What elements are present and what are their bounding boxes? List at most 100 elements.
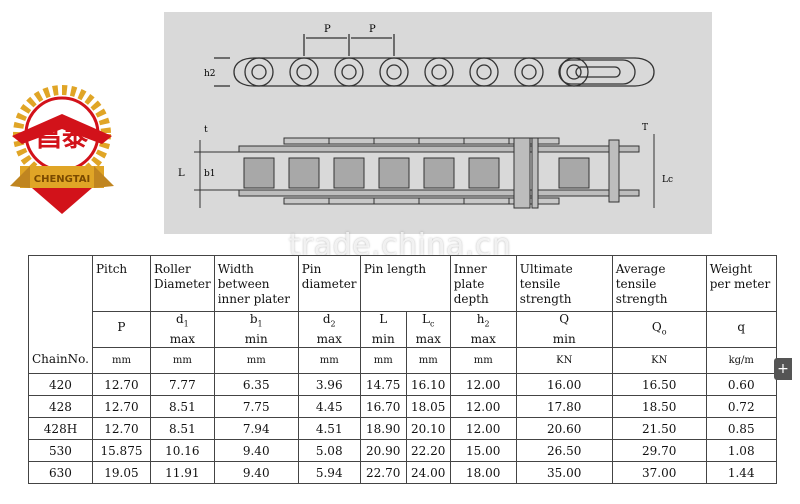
chain-no-header: ChainNo.	[28, 255, 93, 374]
table-row: 428H 12.70 8.51 7.94 4.51 18.90 20.10 12…	[28, 417, 777, 440]
cell-plate-depth: 15.00	[449, 439, 517, 462]
cell-pitch: 15.875	[91, 439, 151, 462]
unit-cell: mm	[405, 347, 451, 374]
cell-pin-length-lc: 22.20	[405, 439, 451, 462]
cell-ultimate-tensile: 17.80	[515, 395, 613, 418]
cell-weight: 0.72	[705, 395, 777, 418]
cell-pin-length-lc: 20.10	[405, 417, 451, 440]
unit-cell: mm	[149, 347, 215, 374]
cell-pitch: 12.70	[91, 373, 151, 396]
cell-ultimate-tensile: 16.00	[515, 373, 613, 396]
cell-inner-width: 6.35	[213, 373, 299, 396]
unit-cell: mm	[213, 347, 299, 374]
cell-average-tensile: 29.70	[611, 439, 707, 462]
cell-pin-diameter: 5.08	[297, 439, 361, 462]
symbol-cell: Qo	[611, 311, 707, 348]
unit-cell: mm	[359, 347, 407, 374]
cell-roller-diameter: 8.51	[149, 417, 215, 440]
cell-average-tensile: 18.50	[611, 395, 707, 418]
header-pitch: Pitch	[91, 255, 151, 312]
cell-pitch: 12.70	[91, 417, 151, 440]
label-Lc: Lc	[662, 175, 673, 185]
expand-button[interactable]: +	[774, 358, 792, 380]
chain-technical-drawing: P P h2 t T L	[164, 12, 712, 234]
header-pin-length: Pin length	[359, 255, 451, 312]
logo-latin-name: CHENGTAI	[34, 174, 90, 185]
header-average-tensile: Average tensile strength	[611, 255, 707, 312]
header-inner-plate-depth: Inner plate depth	[449, 255, 517, 312]
table-row: 530 15.875 10.16 9.40 5.08 20.90 22.20 1…	[28, 439, 777, 462]
header-row: ChainNo. Pitch Roller Diameter Width bet…	[28, 255, 777, 374]
chain-top-view	[194, 134, 655, 209]
symbol-cell: P	[91, 311, 151, 348]
cell-chain-no: 428H	[28, 417, 93, 440]
cell-pin-length-lc: 18.05	[405, 395, 451, 418]
cell-pin-length: 20.90	[359, 439, 407, 462]
cell-roller-diameter: 8.51	[149, 395, 215, 418]
product-image-area: 昌泰 CHENGTAI	[0, 0, 800, 250]
cell-pin-length-lc: 24.00	[405, 461, 451, 484]
cell-plate-depth: 12.00	[449, 395, 517, 418]
cell-ultimate-tensile: 26.50	[515, 439, 613, 462]
chain-side-view	[214, 34, 655, 87]
cell-average-tensile: 21.50	[611, 417, 707, 440]
cell-pin-diameter: 4.51	[297, 417, 361, 440]
gear-icon	[12, 85, 112, 183]
cell-roller-diameter: 11.91	[149, 461, 215, 484]
table-row: 630 19.05 11.91 9.40 5.94 22.70 24.00 18…	[28, 461, 777, 484]
cell-pin-length: 14.75	[359, 373, 407, 396]
header-ultimate-tensile: Ultimate tensile strength	[515, 255, 613, 312]
cell-ultimate-tensile: 35.00	[515, 461, 613, 484]
cell-chain-no: 428	[28, 395, 93, 418]
cell-pitch: 19.05	[91, 461, 151, 484]
header-pin-diameter: Pin diameter	[297, 255, 361, 312]
cell-inner-width: 7.94	[213, 417, 299, 440]
cell-pin-diameter: 5.94	[297, 461, 361, 484]
chain-spec-table: ChainNo. Pitch Roller Diameter Width bet…	[28, 255, 777, 484]
cell-pitch: 12.70	[91, 395, 151, 418]
cell-weight: 0.85	[705, 417, 777, 440]
unit-cell: mm	[449, 347, 517, 374]
table-row: 428 12.70 8.51 7.75 4.45 16.70 18.05 12.…	[28, 395, 777, 418]
label-pitch-1: P	[324, 24, 331, 35]
table-row: 420 12.70 7.77 6.35 3.96 14.75 16.10 12.…	[28, 373, 777, 396]
label-t: t	[204, 125, 208, 135]
cell-chain-no: 530	[28, 439, 93, 462]
cell-plate-depth: 18.00	[449, 461, 517, 484]
label-b1: b1	[204, 169, 216, 179]
cell-pin-length: 22.70	[359, 461, 407, 484]
unit-row: mm mm mm mm mm mm mm KN KN kg/m	[29, 347, 777, 374]
cell-chain-no: 420	[28, 373, 93, 396]
logo-chinese-name: 昌泰	[36, 123, 89, 153]
cell-pin-length: 16.70	[359, 395, 407, 418]
cell-chain-no: 630	[28, 461, 93, 484]
label-T: T	[642, 123, 648, 133]
label-L: L	[178, 168, 185, 179]
cell-pin-length: 18.90	[359, 417, 407, 440]
header-weight: Weight per meter	[705, 255, 777, 312]
cell-plate-depth: 12.00	[449, 417, 517, 440]
cell-roller-diameter: 10.16	[149, 439, 215, 462]
cell-average-tensile: 37.00	[611, 461, 707, 484]
cell-ultimate-tensile: 20.60	[515, 417, 613, 440]
cell-inner-width: 9.40	[213, 461, 299, 484]
cell-inner-width: 9.40	[213, 439, 299, 462]
header-inner-width: Width between inner plater	[213, 255, 299, 312]
unit-cell: KN	[515, 347, 613, 374]
cell-inner-width: 7.75	[213, 395, 299, 418]
roller-circles	[244, 57, 589, 87]
unit-cell: mm	[297, 347, 361, 374]
cell-pin-diameter: 3.96	[297, 373, 361, 396]
cell-pin-length-lc: 16.10	[405, 373, 451, 396]
cell-average-tensile: 16.50	[611, 373, 707, 396]
header-roller-diameter: Roller Diameter	[149, 255, 215, 312]
cell-weight: 0.60	[705, 373, 777, 396]
